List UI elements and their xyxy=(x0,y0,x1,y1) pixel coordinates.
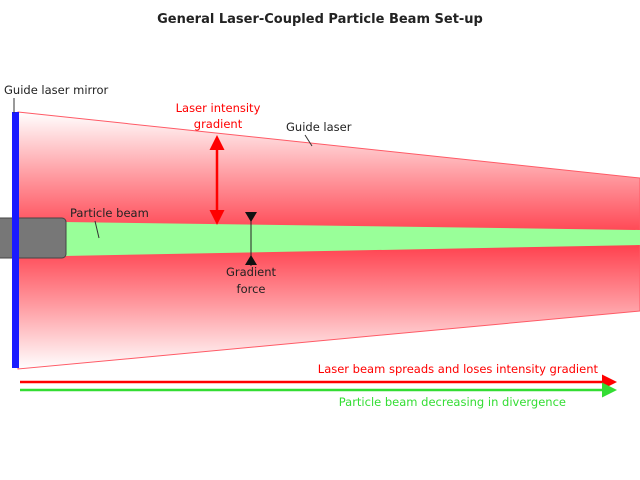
mirror-label: Guide laser mirror xyxy=(4,83,109,97)
gradient-force-arrow-bottom xyxy=(245,255,257,265)
particle-beam xyxy=(64,222,640,256)
particle-source xyxy=(0,217,67,259)
gradient-force-arrow-top xyxy=(245,212,257,222)
guide-laser-mirror xyxy=(12,112,19,368)
intensity-gradient-label-2: gradient xyxy=(194,117,243,131)
guide-laser-label: Guide laser xyxy=(286,120,352,134)
gradient-force-label-1: Gradient xyxy=(226,265,277,279)
beam-divergence-label: Particle beam decreasing in divergence xyxy=(339,395,566,409)
laser-spread-label: Laser beam spreads and loses intensity g… xyxy=(318,362,599,376)
gradient-force-label-2: force xyxy=(237,282,266,296)
guide-laser-leader xyxy=(304,134,313,147)
particle-beam-label: Particle beam xyxy=(70,206,149,220)
intensity-gradient-label-1: Laser intensity xyxy=(176,101,261,115)
particle-beam-leader xyxy=(94,220,100,239)
diagram-title: General Laser-Coupled Particle Beam Set-… xyxy=(157,12,483,27)
